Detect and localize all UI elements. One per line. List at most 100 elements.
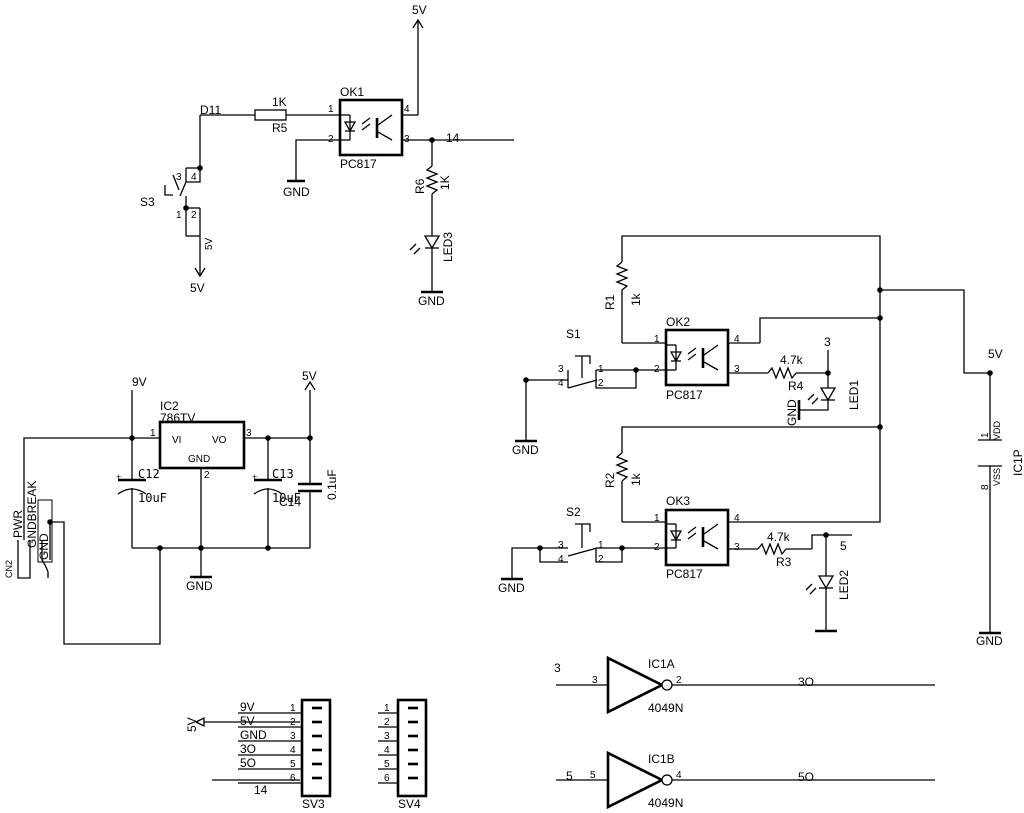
- s1-pin2: 2: [598, 378, 604, 389]
- inverters-section: 3 IC1A 4049N 3 2 3O 5 IC1B 4049N 5 4 5O: [554, 655, 935, 810]
- r5-resistor: [254, 109, 287, 121]
- s2-pin1: 1: [598, 540, 604, 551]
- r2-resistor: [615, 452, 629, 482]
- gnd-ic1p-label: GND: [976, 634, 1003, 648]
- r3-label: R3: [776, 555, 792, 569]
- net-5-label: 5: [840, 539, 847, 553]
- ic1b-out-net: 5O: [798, 770, 814, 784]
- ok2-optocoupler: [664, 328, 730, 387]
- ic1a-inverter: [606, 655, 665, 715]
- sv3-row: 19V: [238, 700, 322, 714]
- net-d11-label: D11: [200, 103, 221, 117]
- ic1p-section: 5V 1 VDD IC1P 8 VSS GND: [976, 347, 1024, 648]
- sv4-pin-number: 5: [384, 759, 390, 770]
- ok2-part: PC817: [666, 388, 703, 402]
- gnd-s1-label: GND: [512, 443, 539, 457]
- c13-value: 10uF: [272, 491, 301, 505]
- ic1a-pin3: 3: [592, 675, 598, 686]
- sv4-label: SV4: [398, 797, 421, 811]
- ic1a-label: IC1A: [648, 657, 675, 671]
- ic1b-label: IC1B: [648, 752, 675, 766]
- s3-5v-label: 5V: [204, 237, 215, 250]
- ic1p-vdd: VDD: [992, 420, 1002, 440]
- ok3-label: OK3: [666, 494, 690, 508]
- r6-value: 1K: [438, 175, 452, 190]
- led1-diode: [819, 387, 837, 402]
- sv4-pin-number: 3: [384, 731, 390, 742]
- s2-pin3: 3: [558, 540, 564, 551]
- ic2-pin1: 1: [150, 428, 156, 439]
- svg-text:+: +: [252, 472, 257, 482]
- sv3-net-14: 14: [254, 783, 268, 797]
- ic2-pin2: 2: [204, 470, 210, 481]
- r4-resistor: [767, 366, 797, 380]
- cn2-gndbreak-label: GNDBREAK: [25, 481, 39, 548]
- gnd-reg-label: GND: [186, 579, 213, 593]
- net-5v-reg-label: 5V: [302, 369, 317, 383]
- ok3-part: PC817: [666, 567, 703, 581]
- c14-value: 0.1uF: [325, 469, 339, 500]
- s1-pin4: 4: [558, 378, 564, 389]
- s1-pin1: 1: [598, 364, 604, 375]
- regulator-section: 9V IC2 786TV VI VO GND 1 3 2 5V + C12 10…: [4, 369, 339, 645]
- net-5v-top-label: 5V: [412, 3, 427, 17]
- sv3-label: SV3: [302, 797, 325, 811]
- ok2-pin3: 3: [734, 364, 740, 375]
- c12-value: 10uF: [138, 491, 167, 505]
- sv4-row: 3: [378, 731, 418, 742]
- s1-label: S1: [566, 327, 581, 341]
- r4-label: R4: [788, 379, 804, 393]
- ic1p-pin1: 1: [980, 432, 991, 438]
- s3-pin2: 2: [191, 210, 197, 221]
- sv3-row: 6: [238, 773, 322, 784]
- led3-label: LED3: [441, 232, 455, 262]
- r6-label: R6: [413, 178, 427, 194]
- c13-label: C13: [272, 467, 294, 481]
- sv4-row: 1: [378, 703, 418, 714]
- sv3-pin-number: 5: [290, 759, 296, 770]
- sv4-row: 6: [378, 773, 418, 784]
- sv4-pin-number: 4: [384, 745, 390, 756]
- ok1-pin4: 4: [404, 104, 410, 115]
- s2-pin4: 4: [558, 554, 564, 565]
- ic1a-part: 4049N: [648, 701, 683, 715]
- ok1-label: OK1: [340, 85, 364, 99]
- r2-label: R2: [603, 472, 617, 488]
- ic1b-part: 4049N: [648, 796, 683, 810]
- sv4-row: 5: [378, 759, 418, 770]
- ic2-regulator: [158, 420, 246, 470]
- sv3-row: 25V: [238, 714, 322, 728]
- ok1-part: PC817: [340, 157, 377, 171]
- sv3-pin-number: 6: [290, 773, 296, 784]
- r1-resistor: [615, 261, 629, 291]
- net-9v-label: 9V: [132, 375, 147, 389]
- ic1p-pin8: 8: [980, 484, 991, 490]
- sv4-pin-number: 1: [384, 703, 390, 714]
- ic1a-in-net: 3: [554, 661, 561, 675]
- sv3-pin-number: 3: [290, 731, 296, 742]
- ok1-section: 5V D11 1K R5 OK1 PC817 1 2 3 4 GND 14: [140, 3, 514, 308]
- s3-label: S3: [140, 195, 155, 209]
- r3-value: 4.7k: [767, 530, 791, 544]
- c12-label: C12: [138, 467, 160, 481]
- r1-label: R1: [603, 294, 617, 310]
- ic1p-vss: VSS: [992, 468, 1002, 486]
- sv3-signal-label: 5V: [240, 714, 255, 728]
- gnd-led1-label: GND: [785, 399, 799, 426]
- ok1-optocoupler: [338, 98, 404, 157]
- c14-label: C14: [279, 495, 301, 509]
- sv4-row: 2: [378, 717, 418, 728]
- sv4-row: 4: [378, 745, 418, 756]
- net-3-label: 3: [824, 335, 831, 349]
- ok3-pin1: 1: [654, 513, 660, 524]
- svg-text:+: +: [116, 472, 121, 482]
- led1-label: LED1: [847, 380, 861, 410]
- led3-diode: [423, 235, 441, 250]
- gnd-s2-label: GND: [498, 581, 525, 595]
- sv3-signal-label: 5O: [240, 756, 256, 770]
- sv4-pin-number: 6: [384, 773, 390, 784]
- net-5v-ic1p-label: 5V: [988, 347, 1003, 361]
- s3-pin1: 1: [176, 210, 182, 221]
- ic2-gnd: GND: [188, 454, 210, 465]
